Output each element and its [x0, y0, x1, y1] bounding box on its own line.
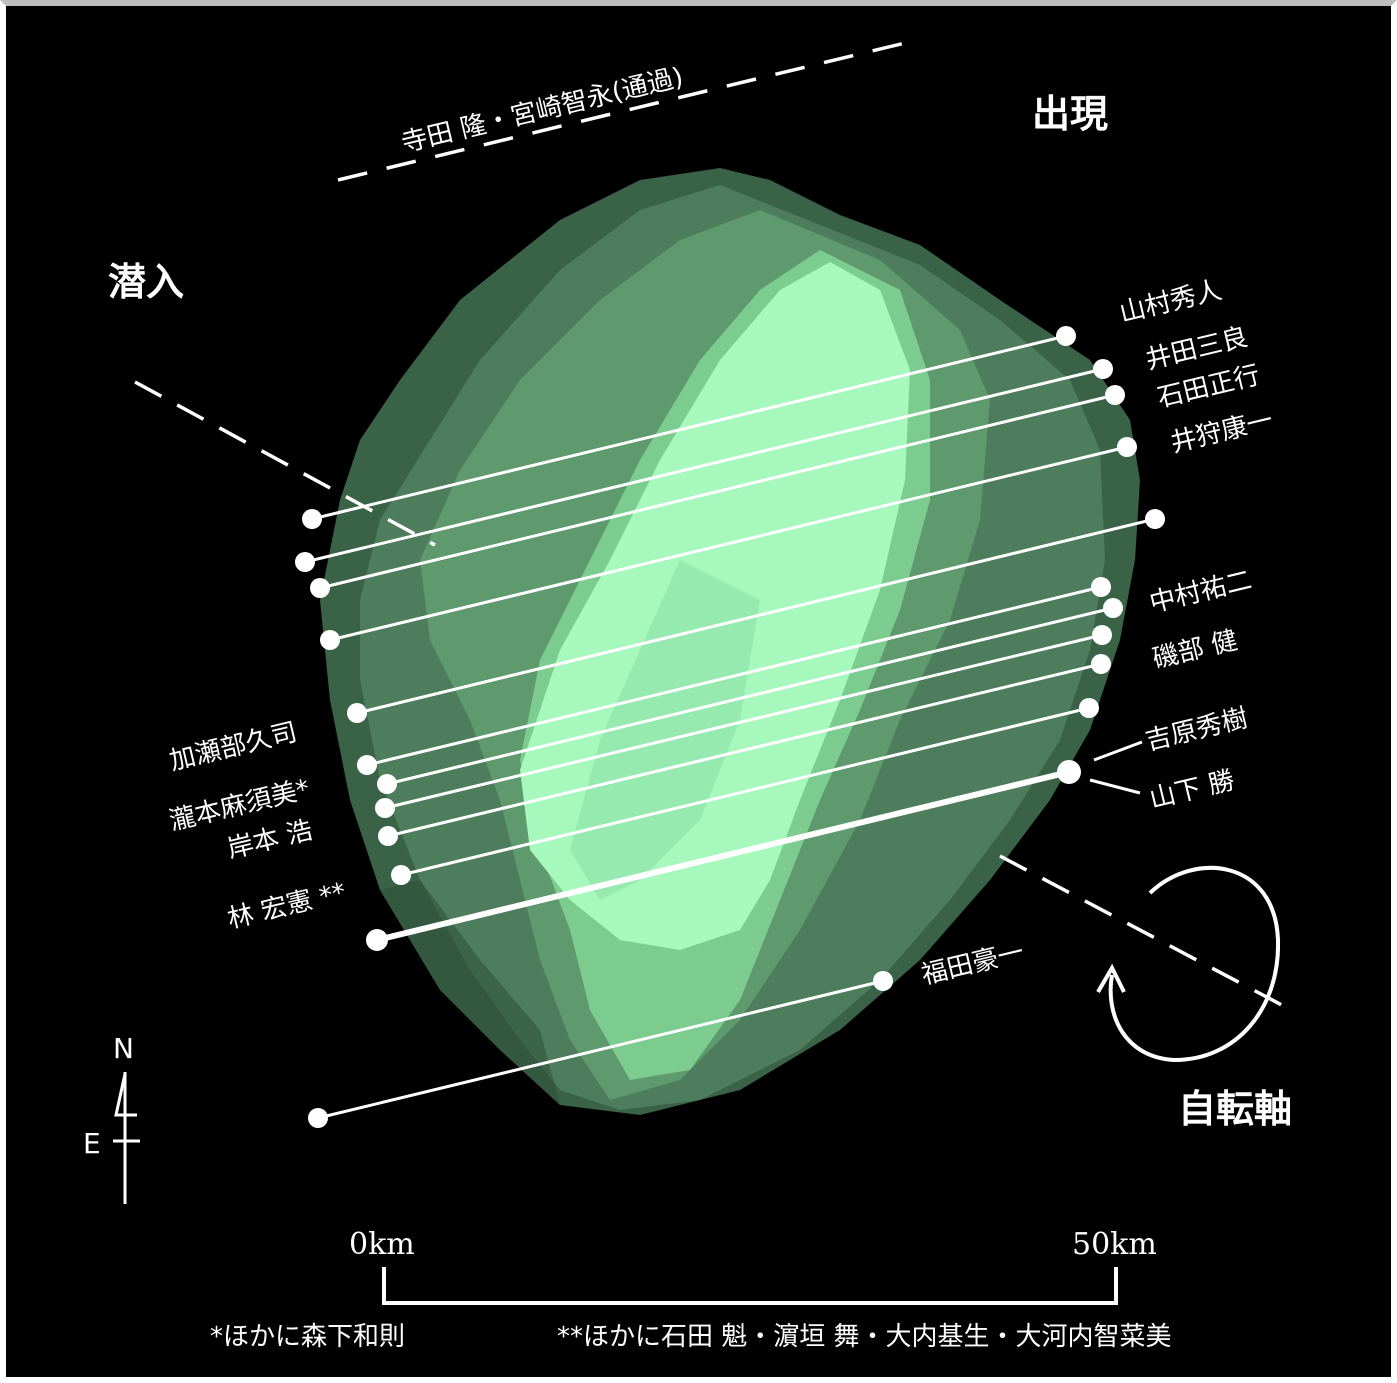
- label-rotation-axis: 自転軸: [1178, 1087, 1292, 1131]
- chord-9: [387, 662, 1102, 838]
- chord-11: [376, 769, 1070, 943]
- chord-3: [319, 393, 1116, 590]
- observers-right: 山村秀人 井田三良 石田正行 井狩康一 中村祐二 磯部 健 吉原秀樹 山下 勝: [1117, 275, 1276, 814]
- chord-endpoints: [295, 326, 1165, 1128]
- label-disappear: 潜入: [108, 260, 184, 304]
- scale-bar: [382, 1267, 1118, 1305]
- chord-4: [329, 445, 1128, 642]
- axis-line-upper: [134, 380, 436, 547]
- observer-label: 磯部 健: [1150, 625, 1241, 674]
- asteroid-shape: [320, 168, 1140, 1115]
- leader-yamashita: [1089, 778, 1141, 795]
- chord-7: [386, 606, 1114, 786]
- observer-label: 山村秀人: [1117, 275, 1225, 328]
- scale-start: 0km: [349, 1227, 415, 1262]
- footnote-single: *ほかに森下和則: [210, 1322, 405, 1352]
- chord-10: [400, 706, 1090, 877]
- label-miss-observers: 寺田 隆・宮崎智永(通過): [399, 62, 687, 159]
- observer-label: 吉原秀樹: [1143, 703, 1251, 756]
- compass: [113, 1072, 140, 1204]
- observer-label: 林 宏憲 **: [225, 877, 349, 934]
- leader-yoshihara: [1093, 740, 1143, 762]
- chord-2: [304, 367, 1104, 564]
- chord-6: [366, 585, 1102, 767]
- rotation-arrow-icon: [1096, 865, 1281, 1063]
- observer-label: 中村祐二: [1147, 565, 1255, 618]
- scale-end: 50km: [1072, 1227, 1157, 1262]
- chord-12: [317, 979, 884, 1120]
- compass-east: E: [83, 1127, 101, 1160]
- chord-5: [356, 517, 1156, 715]
- chord-1: [311, 334, 1067, 521]
- observer-label: 加瀬部久司: [167, 717, 300, 777]
- chords: [304, 334, 1156, 1120]
- label-reappear: 出現: [1032, 92, 1108, 136]
- observer-label: 井狩康一: [1168, 405, 1276, 458]
- footnote-double: **ほかに石田 魁・濵垣 舞・大内基生・大河内智菜美: [557, 1322, 1172, 1352]
- observer-label-bottom: 福田豪一: [919, 937, 1027, 990]
- observers-left: 加瀬部久司 瀧本麻須美* 岸本 浩 林 宏憲 **: [167, 717, 349, 935]
- chord-8: [384, 633, 1103, 810]
- compass-north: N: [113, 1032, 134, 1065]
- miss-chord-line: [337, 41, 906, 182]
- axis-line-lower: [999, 854, 1296, 1014]
- observer-label: 岸本 浩: [225, 815, 316, 864]
- observer-label: 山下 勝: [1147, 765, 1238, 814]
